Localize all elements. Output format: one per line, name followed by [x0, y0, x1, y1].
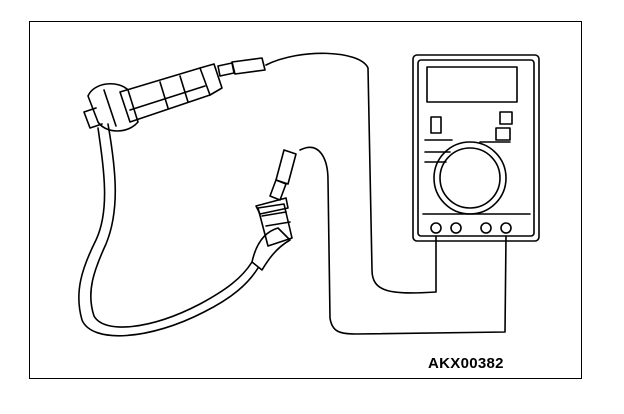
spark-plug-cable-icon: [78, 123, 259, 337]
multimeter-display: [426, 66, 518, 103]
plug-cap-icon: [251, 197, 293, 271]
probe-tip-lower: [269, 149, 297, 201]
figure-frame: [29, 21, 582, 379]
probe-tip-upper: [217, 57, 266, 77]
figure-reference-code: AKX00382: [428, 355, 504, 372]
multimeter-icon: [412, 54, 540, 242]
ignition-coil-icon: [83, 63, 223, 132]
test-lead-upper: [265, 52, 437, 294]
test-lead-lower: [299, 146, 507, 335]
multimeter-dial: [433, 141, 507, 215]
